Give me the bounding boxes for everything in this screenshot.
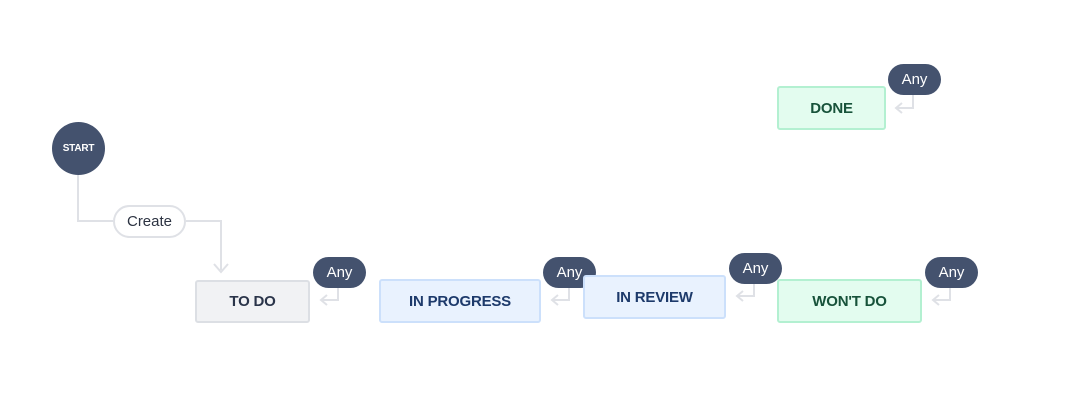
- status-in-review-label: IN REVIEW: [616, 288, 693, 306]
- start-node[interactable]: START: [52, 122, 105, 175]
- create-to-todo-connector: [186, 220, 222, 270]
- status-done-label: DONE: [810, 99, 853, 117]
- todo-any-return-arrow: [322, 287, 339, 301]
- any-transition-in-progress[interactable]: Any: [543, 257, 596, 288]
- in-review-any-return-arrow: [738, 283, 755, 297]
- in-progress-any-return-arrow: [553, 287, 570, 301]
- start-to-create-connector: [77, 175, 113, 222]
- status-in-progress[interactable]: IN PROGRESS: [379, 279, 541, 323]
- todo-any-return-arrowhead: [319, 294, 328, 306]
- status-in-review[interactable]: IN REVIEW: [583, 275, 726, 319]
- status-done[interactable]: DONE: [777, 86, 886, 130]
- any-transition-todo[interactable]: Any: [313, 257, 366, 288]
- in-progress-any-return-arrowhead: [550, 294, 559, 306]
- wont-do-any-return-arrowhead: [931, 294, 940, 306]
- any-transition-done[interactable]: Any: [888, 64, 941, 95]
- status-wont-do[interactable]: WON'T DO: [777, 279, 922, 323]
- any-transition-wont-do[interactable]: Any: [925, 257, 978, 288]
- status-todo-label: TO DO: [229, 293, 276, 310]
- status-wont-do-label: WON'T DO: [812, 292, 887, 310]
- wont-do-any-return-arrow: [934, 287, 951, 301]
- status-in-progress-label: IN PROGRESS: [409, 292, 511, 310]
- done-any-return-arrowhead: [894, 102, 903, 114]
- any-transition-in-review[interactable]: Any: [729, 253, 782, 284]
- in-review-any-return-arrowhead: [735, 290, 744, 302]
- todo-arrowhead: [213, 263, 229, 274]
- create-transition[interactable]: Create: [113, 205, 186, 238]
- status-todo[interactable]: TO DO: [195, 280, 310, 323]
- done-any-return-arrow: [897, 95, 914, 109]
